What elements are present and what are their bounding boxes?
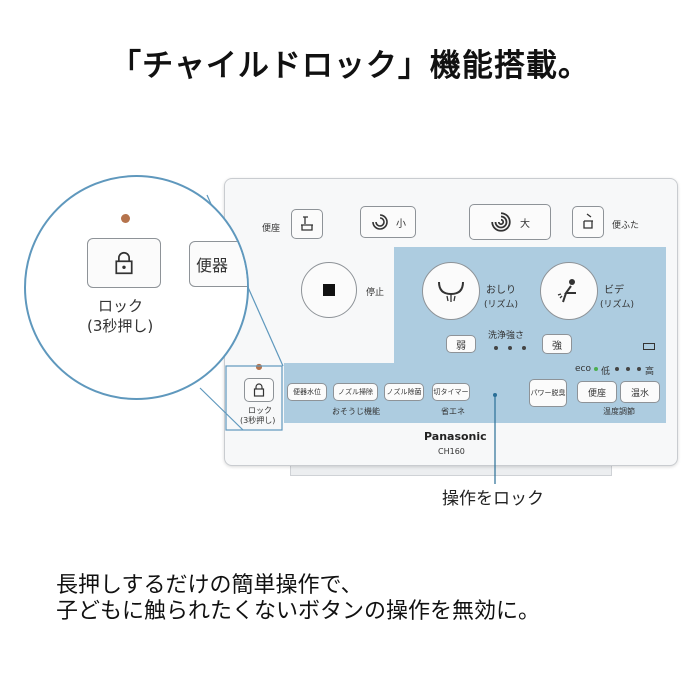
off-timer-button[interactable]: 切タイマー <box>432 383 470 401</box>
temp-group-label: 温度調節 <box>603 407 635 416</box>
wash-large-button[interactable]: 大 <box>469 204 551 240</box>
temp-low-label: 低 <box>601 367 611 377</box>
seat-label: 便座 <box>262 224 281 234</box>
power-deodorize-button[interactable]: パワー脱臭 <box>529 379 567 407</box>
zoom-lock-label: ロック <box>98 297 144 315</box>
lock-callout: 操作をロック <box>442 489 544 509</box>
stop-icon <box>323 284 335 296</box>
zoom-lock-sub: (3秒押し) <box>87 317 154 335</box>
temp-dot-3 <box>637 367 641 371</box>
lid-icon <box>583 213 593 229</box>
strength-dot-2 <box>508 346 512 350</box>
lid-open-button[interactable] <box>572 206 604 238</box>
strength-title: 洗浄強さ <box>488 331 525 341</box>
brand-logo: Panasonic <box>424 430 487 443</box>
lock-sub: (3秒押し) <box>240 416 276 425</box>
headline: 「チャイルドロック」機能搭載。 <box>110 48 590 84</box>
temp-dot-2 <box>626 367 630 371</box>
seat-icon <box>301 216 313 231</box>
oshiri-label: おしり <box>486 285 516 296</box>
battery-icon <box>643 343 655 350</box>
seat-temp-button[interactable]: 便座 <box>577 381 617 403</box>
lock-label: ロック <box>248 406 272 415</box>
stop-button[interactable] <box>301 262 357 318</box>
eco-indicator-dot <box>594 367 598 371</box>
model-number: CH160 <box>438 447 465 456</box>
nozzle-sterilize-button[interactable]: ノズル除菌 <box>384 383 424 401</box>
bidet-sub: (リズム) <box>600 300 635 310</box>
energy-group-label: 省エネ <box>441 407 465 416</box>
lock-button-zoomed[interactable] <box>87 238 161 288</box>
lock-indicator-light <box>121 214 130 223</box>
remote-stand <box>290 463 612 476</box>
callout-anchor-dot <box>493 393 497 397</box>
cleaning-group-label: おそうじ機能 <box>332 407 380 416</box>
temp-high-label: 高 <box>645 367 655 377</box>
subtitle-line-1: 長押しするだけの簡単操作で、 <box>56 573 363 598</box>
subtitle-line-2: 子どもに触られたくないボタンの操作を無効に。 <box>56 599 541 624</box>
oshiri-button[interactable] <box>422 262 480 320</box>
wash-small-button[interactable]: 小 <box>360 206 416 238</box>
strength-dot-1 <box>494 346 498 350</box>
swirl-icon <box>491 212 511 232</box>
strength-dot-3 <box>522 346 526 350</box>
lock-button[interactable] <box>244 378 274 402</box>
bidet-button[interactable] <box>540 262 598 320</box>
water-temp-button[interactable]: 温水 <box>620 381 660 403</box>
temp-dot-1 <box>615 367 619 371</box>
toilet-partial-button[interactable]: 便器 <box>189 241 247 287</box>
wash-large-label: 大 <box>520 218 530 230</box>
bidet-person-icon <box>557 279 576 303</box>
strength-weak-button[interactable]: 弱 <box>446 335 476 353</box>
stop-label: 停止 <box>366 288 385 298</box>
oshiri-sub: (リズム) <box>484 300 519 310</box>
lock-zoom-circle: 便器 ロック (3秒押し) <box>24 175 249 400</box>
bottom-wash-icon <box>438 281 464 302</box>
nozzle-clean-button[interactable]: ノズル掃除 <box>333 383 378 401</box>
lock-icon <box>253 383 265 397</box>
eco-label: eco <box>575 364 591 374</box>
swirl-icon <box>372 214 388 230</box>
bidet-label: ビデ <box>604 285 624 296</box>
lid-label: 便ふた <box>612 221 640 231</box>
strength-strong-button[interactable]: 強 <box>542 334 572 354</box>
lock-icon <box>115 251 133 275</box>
seat-open-button[interactable] <box>291 209 323 239</box>
bowl-water-button[interactable]: 便器水位 <box>287 383 327 401</box>
wash-small-label: 小 <box>396 218 406 230</box>
